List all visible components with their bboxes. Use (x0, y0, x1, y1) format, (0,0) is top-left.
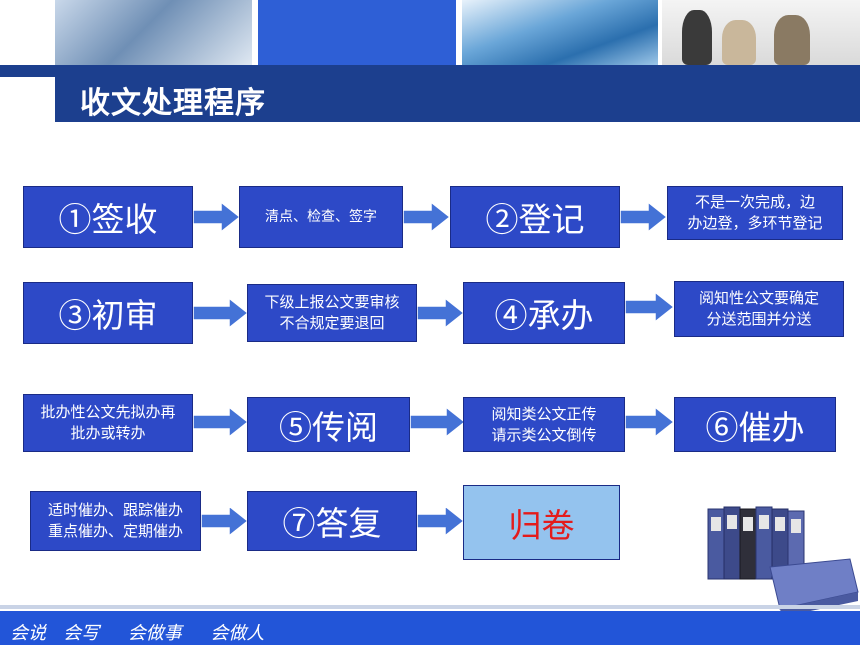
arrow-right-icon (410, 407, 466, 437)
footer-divider (0, 605, 860, 609)
footer-slogan: 会说 会写 会做事 会做人 (10, 623, 265, 644)
banner-photo-buildings (462, 0, 658, 65)
step-review[interactable]: ③初审 (23, 282, 193, 344)
step-urge[interactable]: ⑥催办 (674, 397, 836, 452)
note-handle-pre: 批办性公文先拟办再 批办或转办 (23, 394, 193, 452)
note-handle: 阅知性公文要确定 分送范围并分送 (674, 281, 844, 337)
arrow-right-icon (193, 407, 249, 437)
banner-photo-people (662, 0, 860, 65)
arrow-right-icon (625, 407, 675, 437)
person-figure (774, 15, 810, 65)
step-handle[interactable]: ④承办 (463, 282, 625, 344)
step-register[interactable]: ②登记 (450, 186, 620, 248)
arrow-right-icon (403, 202, 451, 232)
step-archive[interactable]: 归卷 (463, 485, 620, 560)
arrow-right-icon (625, 292, 675, 322)
banner-photo-keyboard (55, 0, 252, 65)
note-check: 清点、检查、签字 (239, 186, 403, 248)
note-register: 不是一次完成，边 办边登，多环节登记 (667, 186, 843, 240)
arrow-right-icon (193, 202, 241, 232)
person-figure (682, 10, 712, 65)
step-sign[interactable]: ①签收 (23, 186, 193, 248)
banner-photo-blue (258, 0, 456, 65)
arrow-right-icon (201, 506, 249, 536)
step-circulate[interactable]: ⑤传阅 (247, 397, 410, 452)
arrow-right-icon (620, 202, 668, 232)
note-review: 下级上报公文要审核 不合规定要退回 (247, 284, 417, 342)
page-title: 收文处理程序 (80, 86, 266, 121)
note-circulate: 阅知类公文正传 请示类公文倒传 (463, 397, 625, 452)
note-urge: 适时催办、跟踪催办 重点催办、定期催办 (30, 491, 201, 551)
step-reply[interactable]: ⑦答复 (247, 491, 417, 551)
footer-bar: 会说 会写 会做事 会做人 (0, 611, 860, 645)
arrow-right-icon (193, 298, 249, 328)
title-box: 收文处理程序 (55, 70, 860, 122)
person-figure (722, 20, 756, 65)
binders-icon (700, 497, 860, 617)
header-banner (0, 0, 860, 65)
arrow-right-icon (417, 298, 465, 328)
arrow-right-icon (417, 506, 465, 536)
